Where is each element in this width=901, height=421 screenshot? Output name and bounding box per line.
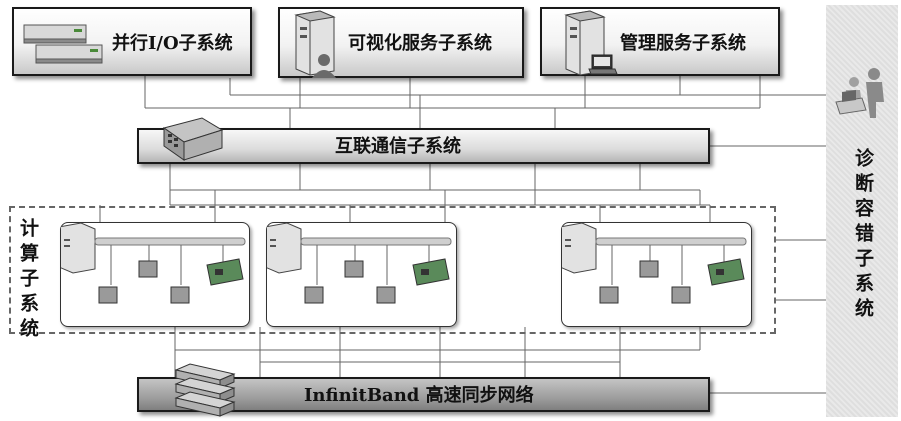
compute-node-diagram: [562, 223, 747, 304]
circuit-board-icon: [412, 258, 450, 286]
diagnosis-label: 诊断容错子系统: [852, 148, 874, 323]
circuit-board-icon: [707, 258, 745, 286]
network-switch-icon: [162, 117, 224, 161]
compute-label: 计算子系统: [17, 218, 39, 343]
compute-subsystem-area: [9, 206, 776, 334]
compute-node-diagram: [267, 223, 452, 304]
visualization-subsystem-box: 可视化服务子系统: [278, 7, 524, 78]
node-server-icon: [267, 223, 302, 274]
compute-node: [561, 222, 752, 327]
infiniband-label: InfinitBand 高速同步网络: [304, 385, 534, 406]
interconnect-subsystem-box: 互联通信子系统: [137, 128, 710, 164]
user-icon: [312, 54, 336, 78]
processor-chip-icon: [599, 260, 691, 304]
management-subsystem-box: 管理服务子系统: [540, 7, 780, 76]
compute-node: [60, 222, 250, 327]
node-server-icon: [61, 223, 96, 274]
interconnect-label: 互联通信子系统: [335, 136, 461, 157]
node-server-icon: [562, 223, 597, 274]
circuit-board-icon: [206, 258, 244, 286]
visualization-label: 可视化服务子系统: [348, 33, 492, 54]
processor-chip-icon: [98, 260, 190, 304]
processor-chip-icon: [304, 260, 396, 304]
diagnosis-panel: [826, 5, 898, 417]
infiniband-switch-icon: [174, 363, 236, 417]
parallel-io-subsystem-box: 并行I/O子系统: [12, 7, 252, 76]
compute-node-diagram: [61, 223, 246, 304]
diagnosis-operators-icon: [835, 68, 884, 118]
server-rack-icon: [23, 24, 103, 64]
laptop-icon: [588, 54, 618, 75]
parallel-io-label: 并行I/O子系统: [112, 33, 233, 54]
management-label: 管理服务子系统: [620, 33, 746, 54]
compute-node: [266, 222, 457, 327]
